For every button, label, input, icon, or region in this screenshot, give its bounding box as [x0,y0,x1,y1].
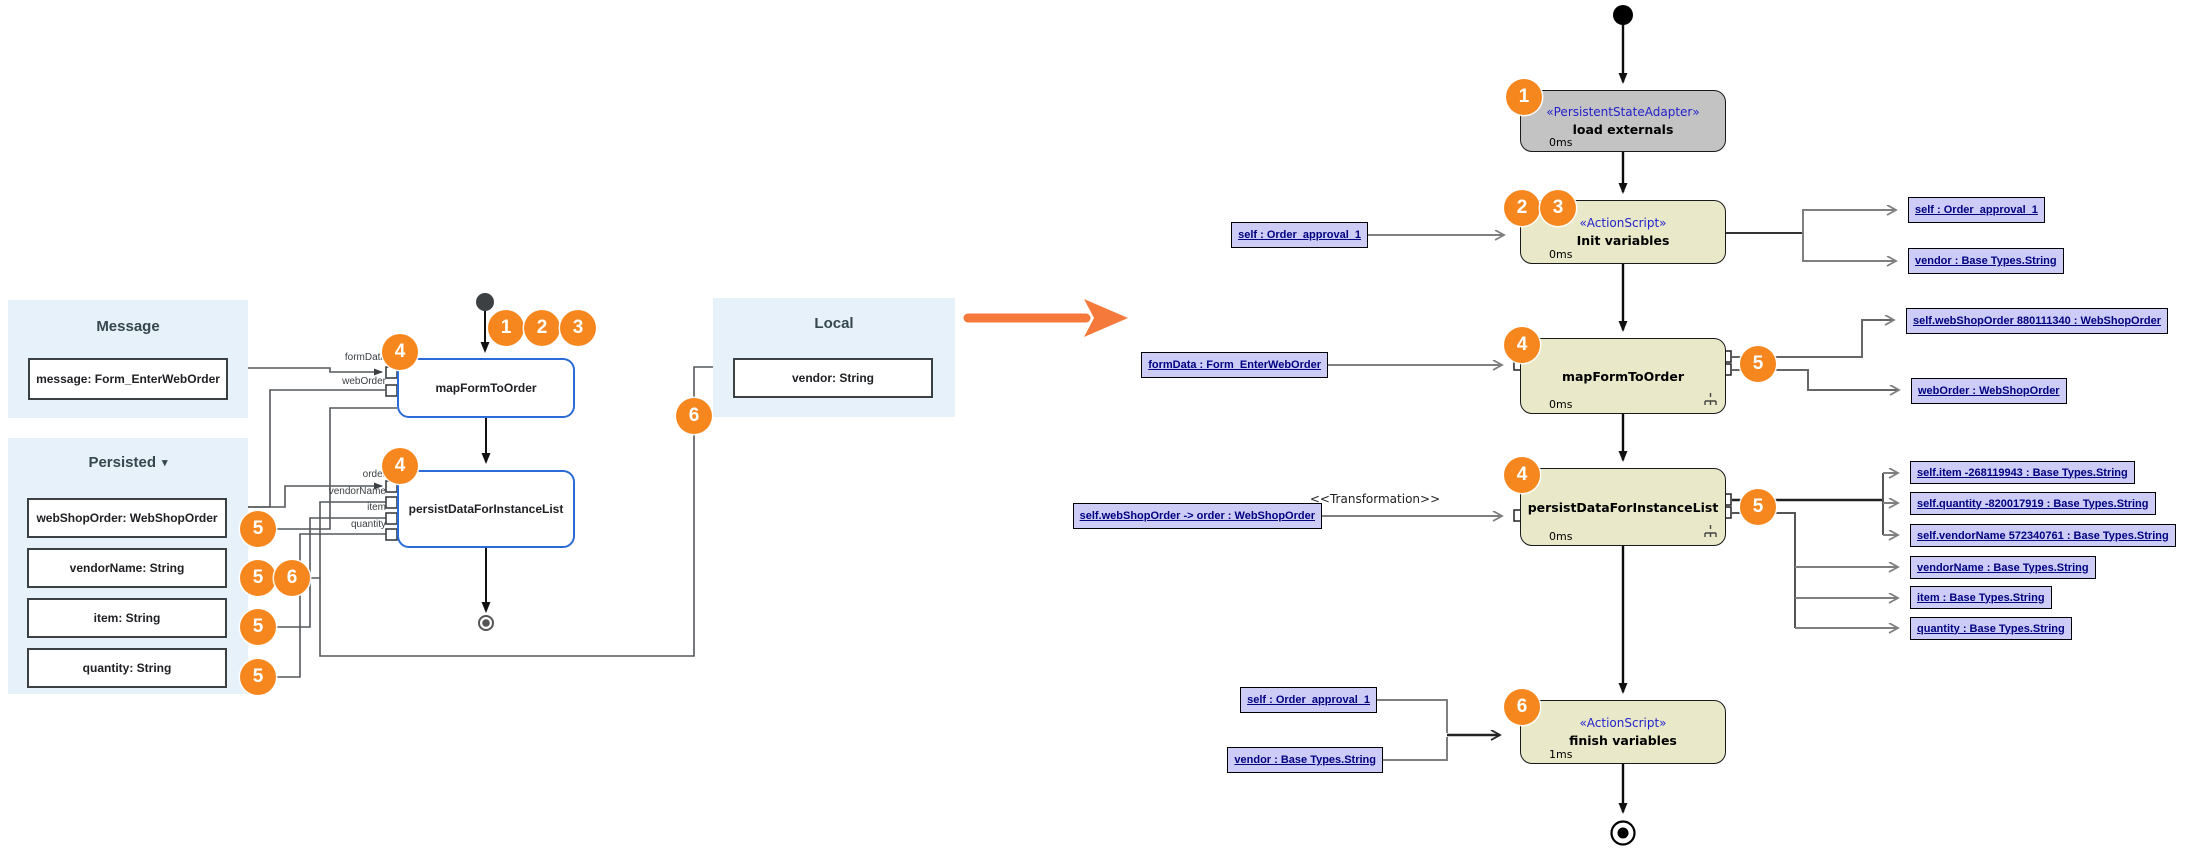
message-variable-box[interactable]: message: Form_EnterWebOrder [28,358,228,400]
badge-persist-4: 4 [382,448,418,484]
finish-variables-time: 1ms [1549,748,1573,761]
item-variable-box[interactable]: item: String [27,598,227,638]
vendorname-variable-box[interactable]: vendorName: String [27,548,227,588]
badge-map-exec-4: 4 [1504,327,1540,363]
badge-map-exec-5: 5 [1740,346,1776,382]
badge-vendorname-5: 5 [240,560,276,596]
badge-item-5: 5 [240,609,276,645]
finish-input-self-box[interactable]: self : Order_approval_1 [1240,687,1377,713]
port-label-order: order [362,469,386,480]
port-label-weborder: webOrder [342,376,386,387]
badge-persist-exec-4: 4 [1504,457,1540,493]
init-input-self-box[interactable]: self : Order_approval_1 [1231,222,1368,248]
decomposition-icon [1704,522,1717,541]
badge-local-6: 6 [676,398,712,434]
finish-variables-stereotype: «ActionScript» [1579,716,1667,730]
badge-webshoporder-5: 5 [240,511,276,547]
left-final-node [478,615,494,631]
port-label-vendorname: vendorName [328,486,386,497]
load-externals-node[interactable]: «PersistentStateAdapter» load externals … [1520,90,1726,152]
transform-arrow [963,299,1128,337]
map-input-formdata-box[interactable]: formData : Form_EnterWebOrder [1141,352,1328,378]
finish-input-vendor-box[interactable]: vendor : Base Types.String [1227,747,1383,773]
persist-input-order-box[interactable]: self.webShopOrder -> order : WebShopOrde… [1072,503,1322,529]
init-output-self-box[interactable]: self : Order_approval_1 [1908,197,2045,223]
badge-quantity-5: 5 [240,659,276,695]
webshoporder-variable-box[interactable]: webShopOrder: WebShopOrder [27,498,227,538]
map-output-webshoporder-box[interactable]: self.webShopOrder 880111340 : WebShopOrd… [1906,308,2168,334]
wire-message-to-formdata [237,367,383,376]
badge-step-3: 3 [560,310,596,346]
port-label-formdata: formData [344,352,386,363]
persist-output-item-box[interactable]: item : Base Types.String [1910,586,2052,609]
port-label-item: item [367,502,386,513]
badge-persist-exec-5: 5 [1740,489,1776,525]
left-control-flow [476,293,494,631]
right-initial-node [1613,5,1633,25]
badge-init-3: 3 [1540,190,1576,226]
local-panel-title: Local [814,315,854,332]
mapformtoorder-exec-name: mapFormToOrder [1561,368,1685,384]
vendor-variable-box[interactable]: vendor: String [733,358,933,398]
message-panel-title: Message [96,318,160,335]
port-label-quantity: quantity [350,519,386,530]
persistdataforinstancelist-node[interactable]: persistDataForInstanceList [397,470,575,548]
mapformtoorder-node[interactable]: mapFormToOrder [397,358,575,418]
chevron-down-icon[interactable]: ▾ [162,457,168,469]
finish-variables-name: finish variables [1569,733,1677,748]
badge-vendorname-6: 6 [274,560,310,596]
init-variables-stereotype: «ActionScript» [1579,216,1667,230]
persisted-panel-title: Persisted ▾ [8,454,248,471]
persist-output-quantity-box[interactable]: quantity : Base Types.String [1910,617,2072,640]
decomposition-icon [1704,390,1717,409]
persist-output-vendorname-box[interactable]: vendorName : Base Types.String [1910,556,2096,579]
persist-output-self-vendorname-box[interactable]: self.vendorName 572340761 : Base Types.S… [1910,524,2176,547]
badge-step-2: 2 [524,310,560,346]
badge-step-1: 1 [488,310,524,346]
right-final-node [1610,820,1636,846]
init-variables-name: Init variables [1576,233,1670,248]
persist-output-self-item-box[interactable]: self.item -268119943 : Base Types.String [1910,461,2135,484]
persistdataforinstancelist-exec-time: 0ms [1549,530,1573,543]
wire-write-quantity [239,533,391,681]
persistdataforinstancelist-exec-name: persistDataForInstanceList [1527,499,1719,515]
persisted-panel-label: Persisted [88,454,156,471]
transformation-label: <<Transformation>> [1309,492,1441,506]
finish-variables-node[interactable]: «ActionScript» finish variables 1ms [1520,700,1726,764]
init-output-vendor-box[interactable]: vendor : Base Types.String [1908,248,2064,274]
badge-map-4: 4 [382,334,418,370]
map-output-weborder-box[interactable]: webOrder : WebShopOrder [1911,378,2067,404]
init-variables-time: 0ms [1549,248,1573,261]
mapformtoorder-exec-time: 0ms [1549,398,1573,411]
persist-output-self-quantity-box[interactable]: self.quantity -820017919 : Base Types.St… [1910,492,2156,515]
load-externals-time: 0ms [1549,136,1573,149]
badge-load-1: 1 [1506,79,1542,115]
left-initial-node [476,293,494,311]
load-externals-name: load externals [1572,122,1674,137]
quantity-variable-box[interactable]: quantity: String [27,648,227,688]
badge-init-2: 2 [1504,190,1540,226]
mapformtoorder-exec-node[interactable]: mapFormToOrder 0ms [1520,338,1726,414]
badge-finish-6: 6 [1504,689,1540,725]
persistdataforinstancelist-exec-node[interactable]: persistDataForInstanceList 0ms [1520,468,1726,546]
load-externals-stereotype: «PersistentStateAdapter» [1546,105,1700,119]
